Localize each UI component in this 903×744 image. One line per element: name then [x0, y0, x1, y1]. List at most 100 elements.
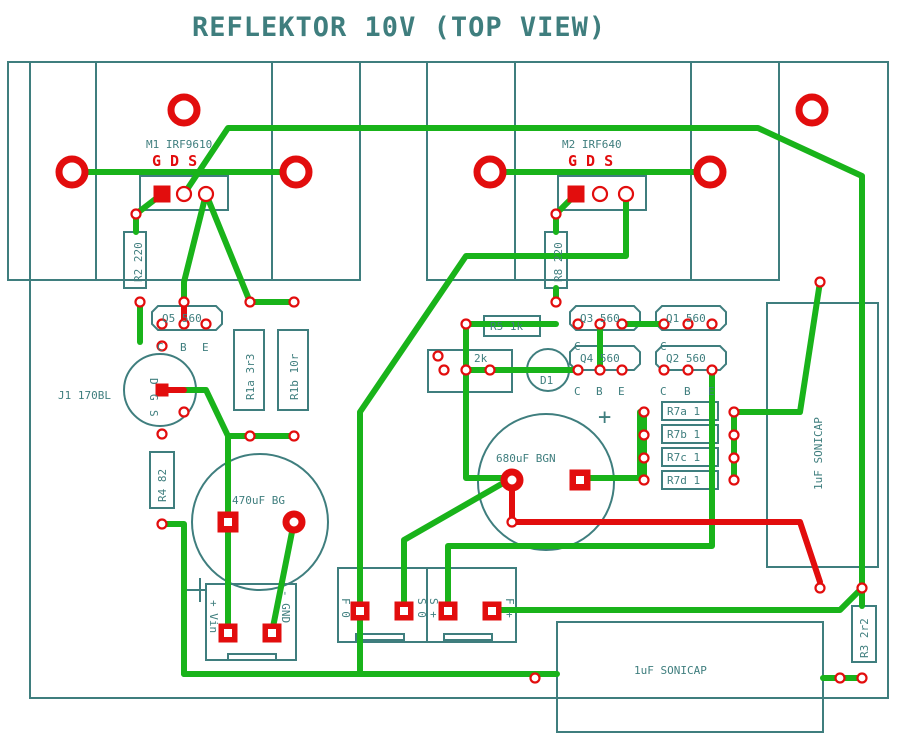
pad — [572, 364, 584, 376]
splus-label: S + — [427, 598, 440, 618]
m1-label: M1 IRF9610 — [146, 138, 212, 151]
trace-top-rail — [181, 125, 865, 591]
q3-label: Q3 560 — [580, 312, 620, 325]
pad — [658, 318, 670, 330]
mount-hole-left-2 — [279, 155, 313, 189]
pad — [728, 406, 740, 418]
traces-green — [69, 125, 865, 681]
pad — [288, 296, 300, 308]
r1a-body — [233, 329, 265, 411]
c3-body — [766, 302, 879, 568]
trace-c3-top — [731, 279, 823, 415]
trace-j1-s — [181, 387, 253, 439]
m1-body — [139, 175, 229, 211]
mount-hole-m2 — [795, 93, 829, 127]
c1-pad-minus — [282, 510, 306, 534]
pad — [460, 318, 472, 330]
c1-pad-plus-hole — [224, 518, 232, 526]
pad — [130, 208, 142, 220]
vin-pad-hole — [224, 629, 232, 637]
q5-label: Q5 560 — [162, 312, 202, 325]
m2-body — [557, 175, 647, 211]
pads — [130, 185, 868, 684]
trace-r4-gnd — [159, 521, 187, 677]
q2-pin-c: C — [660, 385, 667, 398]
c2-label: 680uF BGN — [496, 452, 556, 465]
r2-label: R2 220 — [132, 242, 145, 282]
pad — [682, 318, 694, 330]
pad — [728, 474, 740, 486]
mounting-holes — [55, 93, 829, 189]
c4-body — [556, 621, 824, 733]
q4-label: Q4 560 — [580, 352, 620, 365]
q5-pin-c: C — [157, 341, 164, 354]
c2-pad-minus — [500, 468, 524, 492]
r4-label: R4 82 — [156, 469, 169, 502]
r7c-label: R7c 1 — [667, 451, 700, 464]
pad — [594, 364, 606, 376]
gnd-label: - GND — [279, 590, 292, 623]
pad — [682, 364, 694, 376]
m2-pin-d — [591, 185, 609, 203]
c2-pad-plus-hole — [576, 476, 584, 484]
r7b-label: R7b 1 — [667, 428, 700, 441]
pad — [616, 364, 628, 376]
pad — [244, 430, 256, 442]
pad — [572, 318, 584, 330]
m1-pin-d — [175, 185, 193, 203]
r7a-body — [661, 401, 719, 421]
pad — [156, 318, 168, 330]
q2-body — [655, 345, 727, 371]
vin-label: + Vin — [207, 600, 220, 633]
c2-plus-mark: + — [598, 405, 611, 430]
pad — [529, 672, 541, 684]
pad — [200, 318, 212, 330]
r7c-body — [661, 447, 719, 467]
r3-label: R3 2r2 — [858, 618, 871, 658]
pad — [550, 208, 562, 220]
pad — [288, 430, 300, 442]
c4-label: 1uF SONICAP — [634, 664, 707, 677]
j1-pin-g: G — [147, 394, 160, 401]
q5-pin-e: E — [202, 341, 209, 354]
gnd-pad-hole — [268, 629, 276, 637]
pad — [178, 406, 190, 418]
pad — [156, 518, 168, 530]
pad — [814, 276, 826, 288]
c1-label: 470uF BG — [232, 494, 285, 507]
r5-label: R5 1k — [490, 320, 523, 333]
pad — [638, 474, 650, 486]
m2-pin-s — [617, 185, 635, 203]
trace-fplus — [489, 585, 865, 613]
mount-hole-right-1 — [473, 155, 507, 189]
signal-connector-tab-b — [443, 633, 493, 641]
m1-pin-s — [197, 185, 215, 203]
m2-pins-label: G D S — [568, 152, 613, 170]
pad — [638, 406, 650, 418]
r7a-label: R7a 1 — [667, 405, 700, 418]
pad — [550, 296, 562, 308]
j1-pin-d: D — [147, 378, 160, 385]
signal-connector-tab-a — [355, 633, 405, 641]
pad — [706, 318, 718, 330]
c2-body — [477, 413, 615, 551]
pad — [856, 582, 868, 594]
r8-label: R8 220 — [552, 242, 565, 282]
pad — [638, 452, 650, 464]
q3-pin-c: C — [574, 340, 581, 353]
pad — [658, 364, 670, 376]
trace-m2-s — [357, 191, 629, 677]
pad — [728, 452, 740, 464]
pad — [638, 429, 650, 441]
pad — [155, 383, 169, 397]
pad — [460, 364, 472, 376]
m1-pins-label: G D S — [152, 152, 197, 170]
q2-label: Q2 560 — [666, 352, 706, 365]
q1-body — [655, 305, 727, 331]
c3-label: 1uF SONICAP — [812, 417, 825, 490]
pad — [432, 350, 444, 362]
pad — [616, 318, 628, 330]
splus-pad-hole — [444, 607, 452, 615]
power-connector-tab — [227, 653, 277, 661]
